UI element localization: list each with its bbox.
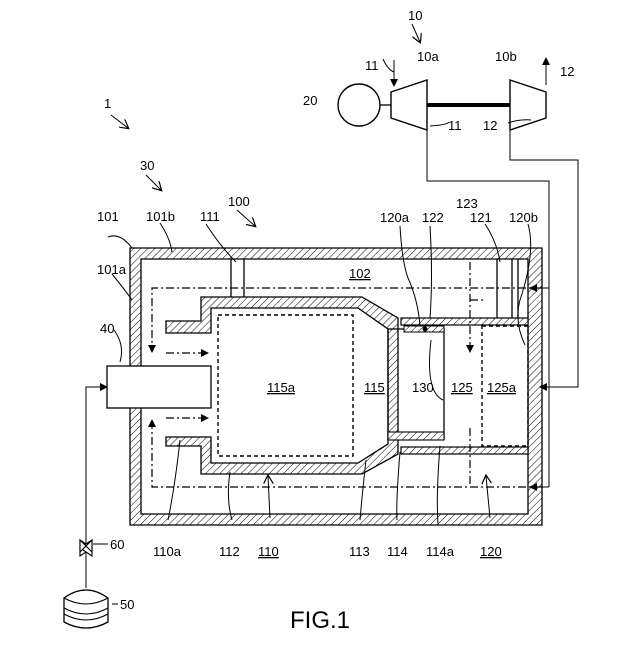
external-piping — [427, 106, 578, 487]
pipe-111 — [231, 259, 244, 297]
label-114: 114 — [387, 544, 408, 559]
label-112: 112 — [219, 544, 240, 559]
label-110: 110 — [258, 544, 279, 559]
label-113: 113 — [349, 544, 370, 559]
label-10a: 10a — [417, 49, 439, 64]
label-115: 115 — [364, 380, 385, 395]
label-12-mid: 12 — [483, 118, 497, 133]
label-11-top: 11 — [365, 58, 379, 73]
label-10: 10 — [408, 8, 422, 23]
label-111: 111 — [200, 209, 220, 224]
label-100: 100 — [228, 194, 250, 209]
label-120b: 120b — [509, 210, 538, 225]
label-1: 1 — [104, 96, 111, 111]
label-101a: 101a — [97, 262, 127, 277]
label-30: 30 — [140, 158, 154, 173]
label-60: 60 — [110, 537, 124, 552]
label-102: 102 — [349, 266, 371, 281]
label-125: 125 — [451, 380, 473, 395]
label-123: 123 — [456, 196, 478, 211]
label-120a: 120a — [380, 210, 410, 225]
fuel-nozzle-40 — [107, 366, 211, 408]
label-20: 20 — [303, 93, 317, 108]
label-120: 120 — [480, 544, 502, 559]
label-50: 50 — [120, 597, 134, 612]
label-110a: 110a — [153, 544, 182, 559]
turbine-10b — [510, 80, 546, 130]
generator-20 — [338, 84, 380, 126]
label-130: 130 — [412, 380, 434, 395]
compressor-10a — [391, 80, 427, 130]
figure-caption: FIG.1 — [290, 607, 350, 634]
fuel-supply-line — [80, 387, 107, 588]
label-121: 121 — [470, 210, 492, 225]
label-101b: 101b — [146, 209, 175, 224]
label-10b: 10b — [495, 49, 517, 64]
label-11-mid: 11 — [448, 118, 462, 133]
label-115a: 115a — [267, 380, 296, 395]
label-114a: 114a — [426, 544, 455, 559]
label-101: 101 — [97, 209, 119, 224]
label-12-top: 12 — [560, 64, 574, 79]
label-122: 122 — [422, 210, 444, 225]
fuel-tank-50-icon — [64, 590, 108, 628]
label-40: 40 — [100, 321, 114, 336]
label-125a: 125a — [487, 380, 517, 395]
